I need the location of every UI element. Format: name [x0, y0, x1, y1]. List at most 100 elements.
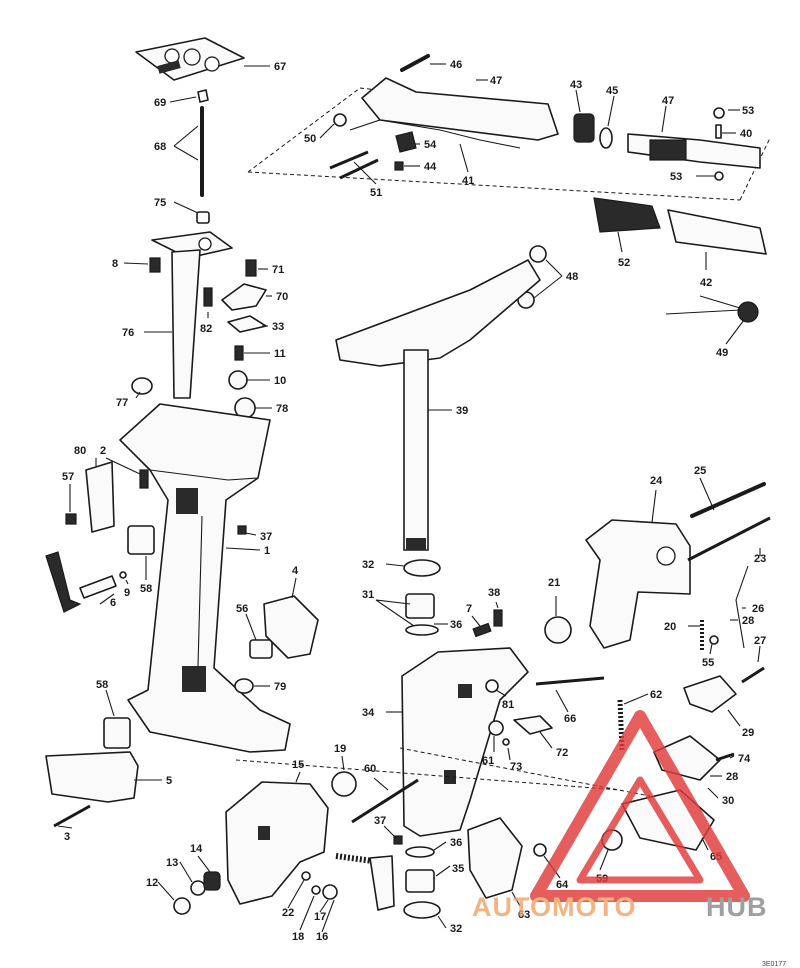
label-26: 26	[752, 603, 764, 615]
part-50-nut	[333, 113, 347, 127]
corner-code: 3E0177	[762, 961, 786, 968]
label-64: 64	[556, 879, 569, 891]
part-12-nut	[173, 897, 191, 915]
part-57-screw	[65, 513, 77, 525]
label-45: 45	[606, 85, 618, 97]
label-40: 40	[740, 128, 752, 140]
label-47-handle: 47	[490, 75, 502, 87]
part-26-spring-wire	[735, 565, 749, 649]
part-23-rod	[687, 516, 771, 562]
label-79: 79	[274, 681, 286, 693]
part-4-bracket	[263, 595, 319, 659]
parts-layer	[45, 37, 771, 919]
label-21: 21	[548, 577, 560, 589]
part-27-screw	[741, 666, 765, 684]
label-39: 39	[456, 405, 468, 417]
part-80-cover	[85, 461, 115, 533]
label-33: 33	[272, 321, 284, 333]
part-29-bracket	[683, 675, 737, 713]
part-53-ball-upper	[713, 107, 725, 119]
part-38-screw	[493, 609, 503, 627]
part-74-screw	[715, 752, 735, 762]
watermark-triangle-outer	[530, 710, 750, 902]
part-45-washer	[599, 127, 613, 149]
part-37-screw-upper	[237, 525, 247, 535]
label-19: 19	[334, 743, 346, 755]
label-76: 76	[122, 327, 134, 339]
part-19-washer	[331, 771, 357, 797]
label-22: 22	[282, 907, 294, 919]
label-81: 81	[502, 699, 514, 711]
watermark-text-automoto: AUTOMOTO	[472, 892, 637, 922]
part-51-link	[329, 150, 379, 180]
part-75-bushing	[196, 211, 210, 224]
part-40-pin	[715, 124, 722, 139]
label-38: 38	[488, 587, 500, 599]
label-48: 48	[566, 271, 578, 283]
label-58-lower: 58	[96, 679, 108, 691]
label-47-grip: 47	[662, 95, 674, 107]
part-54-plate	[395, 131, 417, 153]
part-48-washer-a	[529, 245, 547, 263]
label-18: 18	[292, 931, 304, 943]
part-35-bushing	[405, 869, 435, 893]
part-8-screw	[149, 257, 161, 273]
part-61-washer	[488, 720, 504, 736]
label-57: 57	[62, 471, 74, 483]
label-25: 25	[694, 465, 706, 477]
part-49-knob	[737, 301, 759, 323]
callout-labels: 67 69 68 75 8 71 70 82 33 76 11 10 77 78…	[62, 59, 766, 943]
label-4: 4	[292, 565, 299, 577]
part-31-bushing	[405, 593, 435, 619]
label-7: 7	[466, 603, 472, 615]
label-16: 16	[316, 931, 328, 943]
part-15-clamp-bracket	[225, 781, 329, 905]
label-71: 71	[272, 264, 284, 276]
label-53-lower: 53	[670, 171, 682, 183]
part-13-washer	[190, 880, 206, 896]
part-42-grip-sleeve	[667, 209, 767, 255]
label-1: 1	[264, 545, 270, 557]
part-34-stern-bracket	[401, 647, 529, 837]
part-70-bracket	[221, 283, 267, 311]
watermark-logo: AUTOMOTO HUB	[472, 710, 767, 922]
part-82-screw	[203, 287, 213, 307]
label-43: 43	[570, 79, 582, 91]
label-49: 49	[716, 347, 728, 359]
label-51: 51	[370, 187, 382, 199]
part-79-nut	[234, 678, 254, 694]
part-55-pin	[709, 635, 719, 645]
label-3: 3	[64, 831, 70, 843]
label-30: 30	[722, 795, 734, 807]
label-2: 2	[100, 445, 106, 457]
label-78: 78	[276, 403, 288, 415]
part-52-grip-cover	[593, 197, 661, 233]
label-37-upper: 37	[260, 531, 272, 543]
label-50: 50	[304, 133, 316, 145]
label-61: 61	[482, 755, 494, 767]
label-28-lower: 28	[726, 771, 738, 783]
label-53-upper: 53	[742, 105, 754, 117]
part-71-screw	[245, 259, 257, 277]
label-44: 44	[424, 161, 437, 173]
part-5-lower-cover	[45, 751, 139, 803]
part-16-lever	[369, 855, 395, 911]
part-17-washer	[322, 884, 338, 900]
label-36-lower: 36	[450, 837, 462, 849]
label-69: 69	[154, 97, 166, 109]
part-43-ring	[573, 113, 595, 143]
part-9-oring	[119, 571, 127, 579]
part-18-screw	[311, 885, 321, 895]
part-14-knob	[203, 871, 221, 891]
label-34: 34	[362, 707, 375, 719]
label-55: 55	[702, 657, 714, 669]
label-67: 67	[274, 61, 286, 73]
part-63-bracket	[467, 817, 523, 899]
part-1-exhaust-housing	[119, 403, 291, 753]
part-58-pad-upper	[127, 525, 155, 555]
label-42: 42	[700, 277, 712, 289]
label-62: 62	[650, 689, 662, 701]
part-11-screw	[234, 345, 244, 361]
label-11: 11	[274, 348, 286, 360]
label-54: 54	[424, 139, 437, 151]
